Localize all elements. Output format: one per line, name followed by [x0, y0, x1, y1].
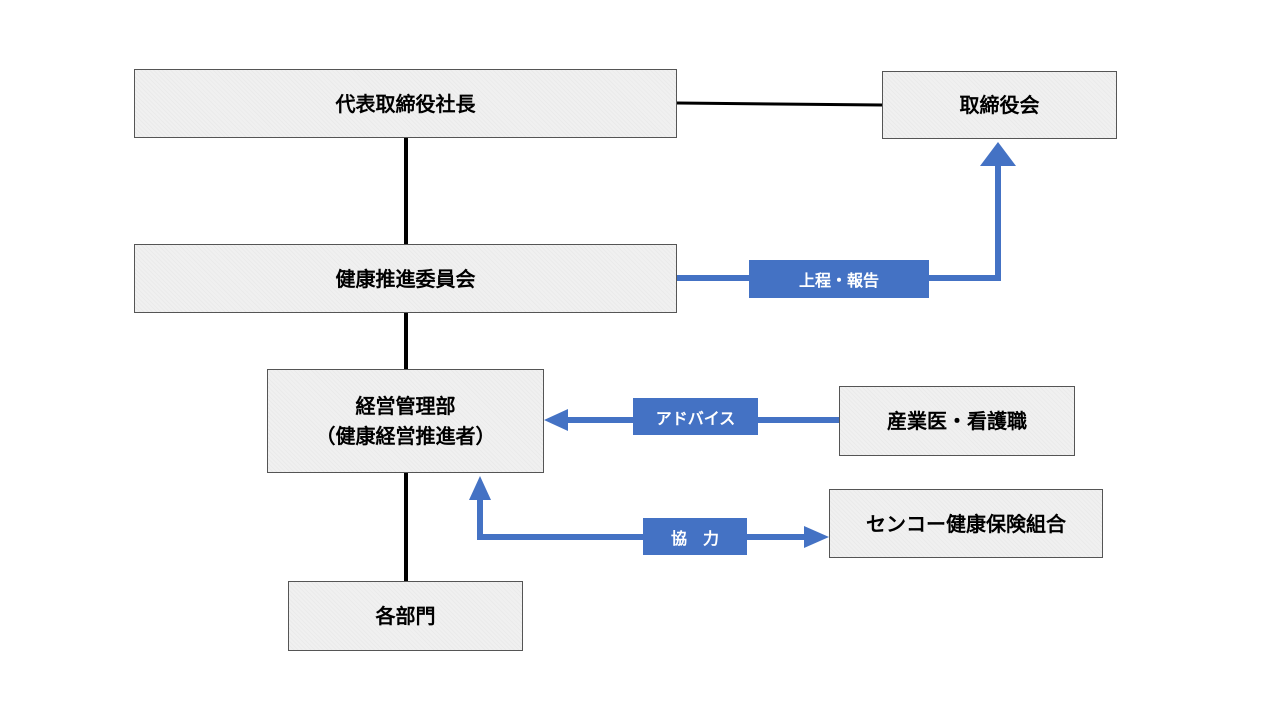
node-insurance-label: センコー健康保険組合: [866, 511, 1066, 536]
node-board-label: 取締役会: [959, 93, 1040, 117]
node-committee: 健康推進委員会: [134, 244, 677, 313]
edge-label-advice: アドバイス: [633, 398, 758, 435]
arrowhead-board: [980, 142, 1016, 166]
edge-label-report-text: 上程・報告: [798, 271, 879, 290]
node-departments: 各部門: [288, 581, 523, 651]
edge-label-cooperation: 協 力: [643, 518, 747, 555]
node-management-label-line1: 経営管理部: [355, 394, 456, 418]
node-ceo: 代表取締役社長: [134, 69, 677, 138]
arrowhead-insurance: [804, 526, 829, 548]
node-board: 取締役会: [882, 71, 1117, 139]
node-management-label-line2: （健康経営推進者）: [315, 424, 496, 448]
node-insurance: センコー健康保険組合: [829, 489, 1103, 558]
edge-label-advice-text: アドバイス: [655, 408, 736, 428]
node-doctors-label: 産業医・看護職: [887, 409, 1027, 433]
edge-label-cooperation-text: 協 力: [670, 528, 719, 548]
arrowhead-management-right: [544, 409, 568, 431]
line-ceo-board: [676, 101, 883, 107]
node-management: 経営管理部 （健康経営推進者）: [267, 369, 544, 473]
edge-label-report: 上程・報告: [749, 260, 929, 298]
node-committee-label: 健康推進委員会: [335, 266, 476, 291]
node-doctors: 産業医・看護職: [839, 386, 1075, 456]
arrowhead-management-bottom: [469, 476, 491, 500]
node-departments-label: 各部門: [375, 604, 436, 628]
node-ceo-label: 代表取締役社長: [335, 91, 476, 116]
